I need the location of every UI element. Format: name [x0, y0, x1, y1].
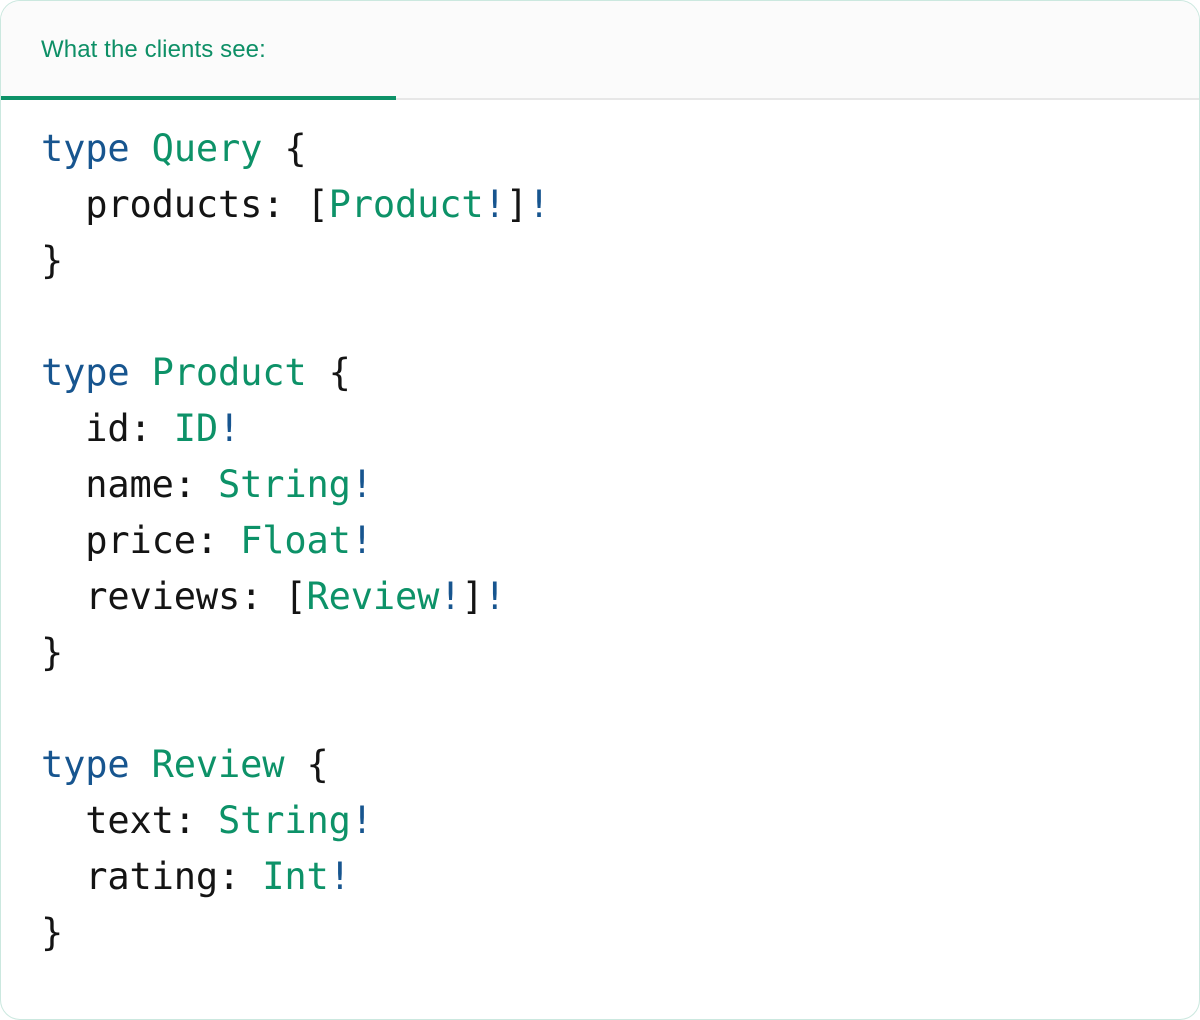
code-token-bang: !: [218, 407, 241, 450]
code-token-field: reviews: [85, 575, 241, 618]
code-token-punc: : [: [262, 183, 329, 226]
code-line: products: [Product!]!: [41, 177, 1199, 233]
tab-label: What the clients see:: [41, 35, 266, 63]
code-token-bang: !: [483, 183, 506, 226]
code-token-punc: :: [129, 407, 174, 450]
code-line: rating: Int!: [41, 849, 1199, 905]
code-token-plain: [130, 743, 152, 786]
code-line: ​: [41, 681, 1199, 737]
code-line: type Query {: [41, 121, 1199, 177]
code-token-type: ID: [173, 407, 219, 450]
code-token-punc: {: [262, 127, 307, 170]
code-token-punc: }: [41, 239, 64, 282]
code-token-field: name: [85, 463, 174, 506]
code-token-punc: {: [284, 743, 329, 786]
code-token-plain: [130, 127, 152, 170]
code-token-plain: [41, 463, 85, 506]
code-token-type: Review: [151, 743, 285, 786]
code-token-bang: !: [483, 575, 506, 618]
code-token-punc: {: [306, 351, 351, 394]
code-token-plain: [41, 855, 85, 898]
code-line: type Review {: [41, 737, 1199, 793]
code-token-type: Product: [151, 351, 307, 394]
code-token-type: Product: [328, 183, 484, 226]
code-token-field: id: [85, 407, 130, 450]
code-token-punc: ]: [505, 183, 528, 226]
code-token-plain: [41, 575, 85, 618]
code-token-bang: !: [350, 519, 373, 562]
code-line: }: [41, 625, 1199, 681]
code-token-punc: ]: [461, 575, 484, 618]
code-line: ​: [41, 289, 1199, 345]
code-token-kw: type: [41, 351, 130, 394]
code-line: text: String!: [41, 793, 1199, 849]
tab-what-the-clients-see[interactable]: What the clients see:: [1, 1, 396, 100]
code-token-plain: [41, 519, 85, 562]
code-line: id: ID!: [41, 401, 1199, 457]
code-token-field: text: [85, 799, 174, 842]
code-token-bang: !: [328, 855, 351, 898]
code-token-punc: }: [41, 631, 64, 674]
code-line: price: Float!: [41, 513, 1199, 569]
code-body: type Query { products: [Product!]!}​type…: [1, 100, 1199, 961]
code-token-bang: !: [350, 799, 373, 842]
code-line: reviews: [Review!]!: [41, 569, 1199, 625]
code-line: }: [41, 233, 1199, 289]
code-token-plain: [41, 407, 85, 450]
code-token-type: String: [218, 799, 351, 842]
code-token-kw: type: [41, 743, 130, 786]
code-token-kw: type: [41, 127, 130, 170]
code-token-plain: [41, 183, 85, 226]
code-token-punc: :: [218, 855, 263, 898]
code-token-plain: [130, 351, 152, 394]
code-token-punc: :: [173, 799, 219, 842]
active-tab-underline: [1, 96, 396, 100]
tab-strip: What the clients see:: [1, 1, 1199, 100]
code-line: name: String!: [41, 457, 1199, 513]
code-token-bang: !: [527, 183, 550, 226]
code-token-punc: : [: [240, 575, 307, 618]
graphql-schema-code[interactable]: type Query { products: [Product!]!}​type…: [1, 100, 1199, 961]
code-token-type: Query: [151, 127, 263, 170]
code-token-type: Float: [240, 519, 351, 562]
code-token-punc: :: [195, 519, 241, 562]
code-token-bang: !: [350, 463, 373, 506]
code-token-punc: :: [173, 463, 219, 506]
code-token-bang: !: [439, 575, 462, 618]
code-line: type Product {: [41, 345, 1199, 401]
code-token-punc: }: [41, 911, 64, 954]
code-token-type: Int: [262, 855, 329, 898]
code-token-field: price: [85, 519, 196, 562]
code-line: }: [41, 905, 1199, 961]
code-token-type: String: [218, 463, 351, 506]
code-token-type: Review: [306, 575, 440, 618]
code-token-plain: [41, 799, 85, 842]
code-token-field: products: [85, 183, 263, 226]
code-token-field: rating: [85, 855, 219, 898]
